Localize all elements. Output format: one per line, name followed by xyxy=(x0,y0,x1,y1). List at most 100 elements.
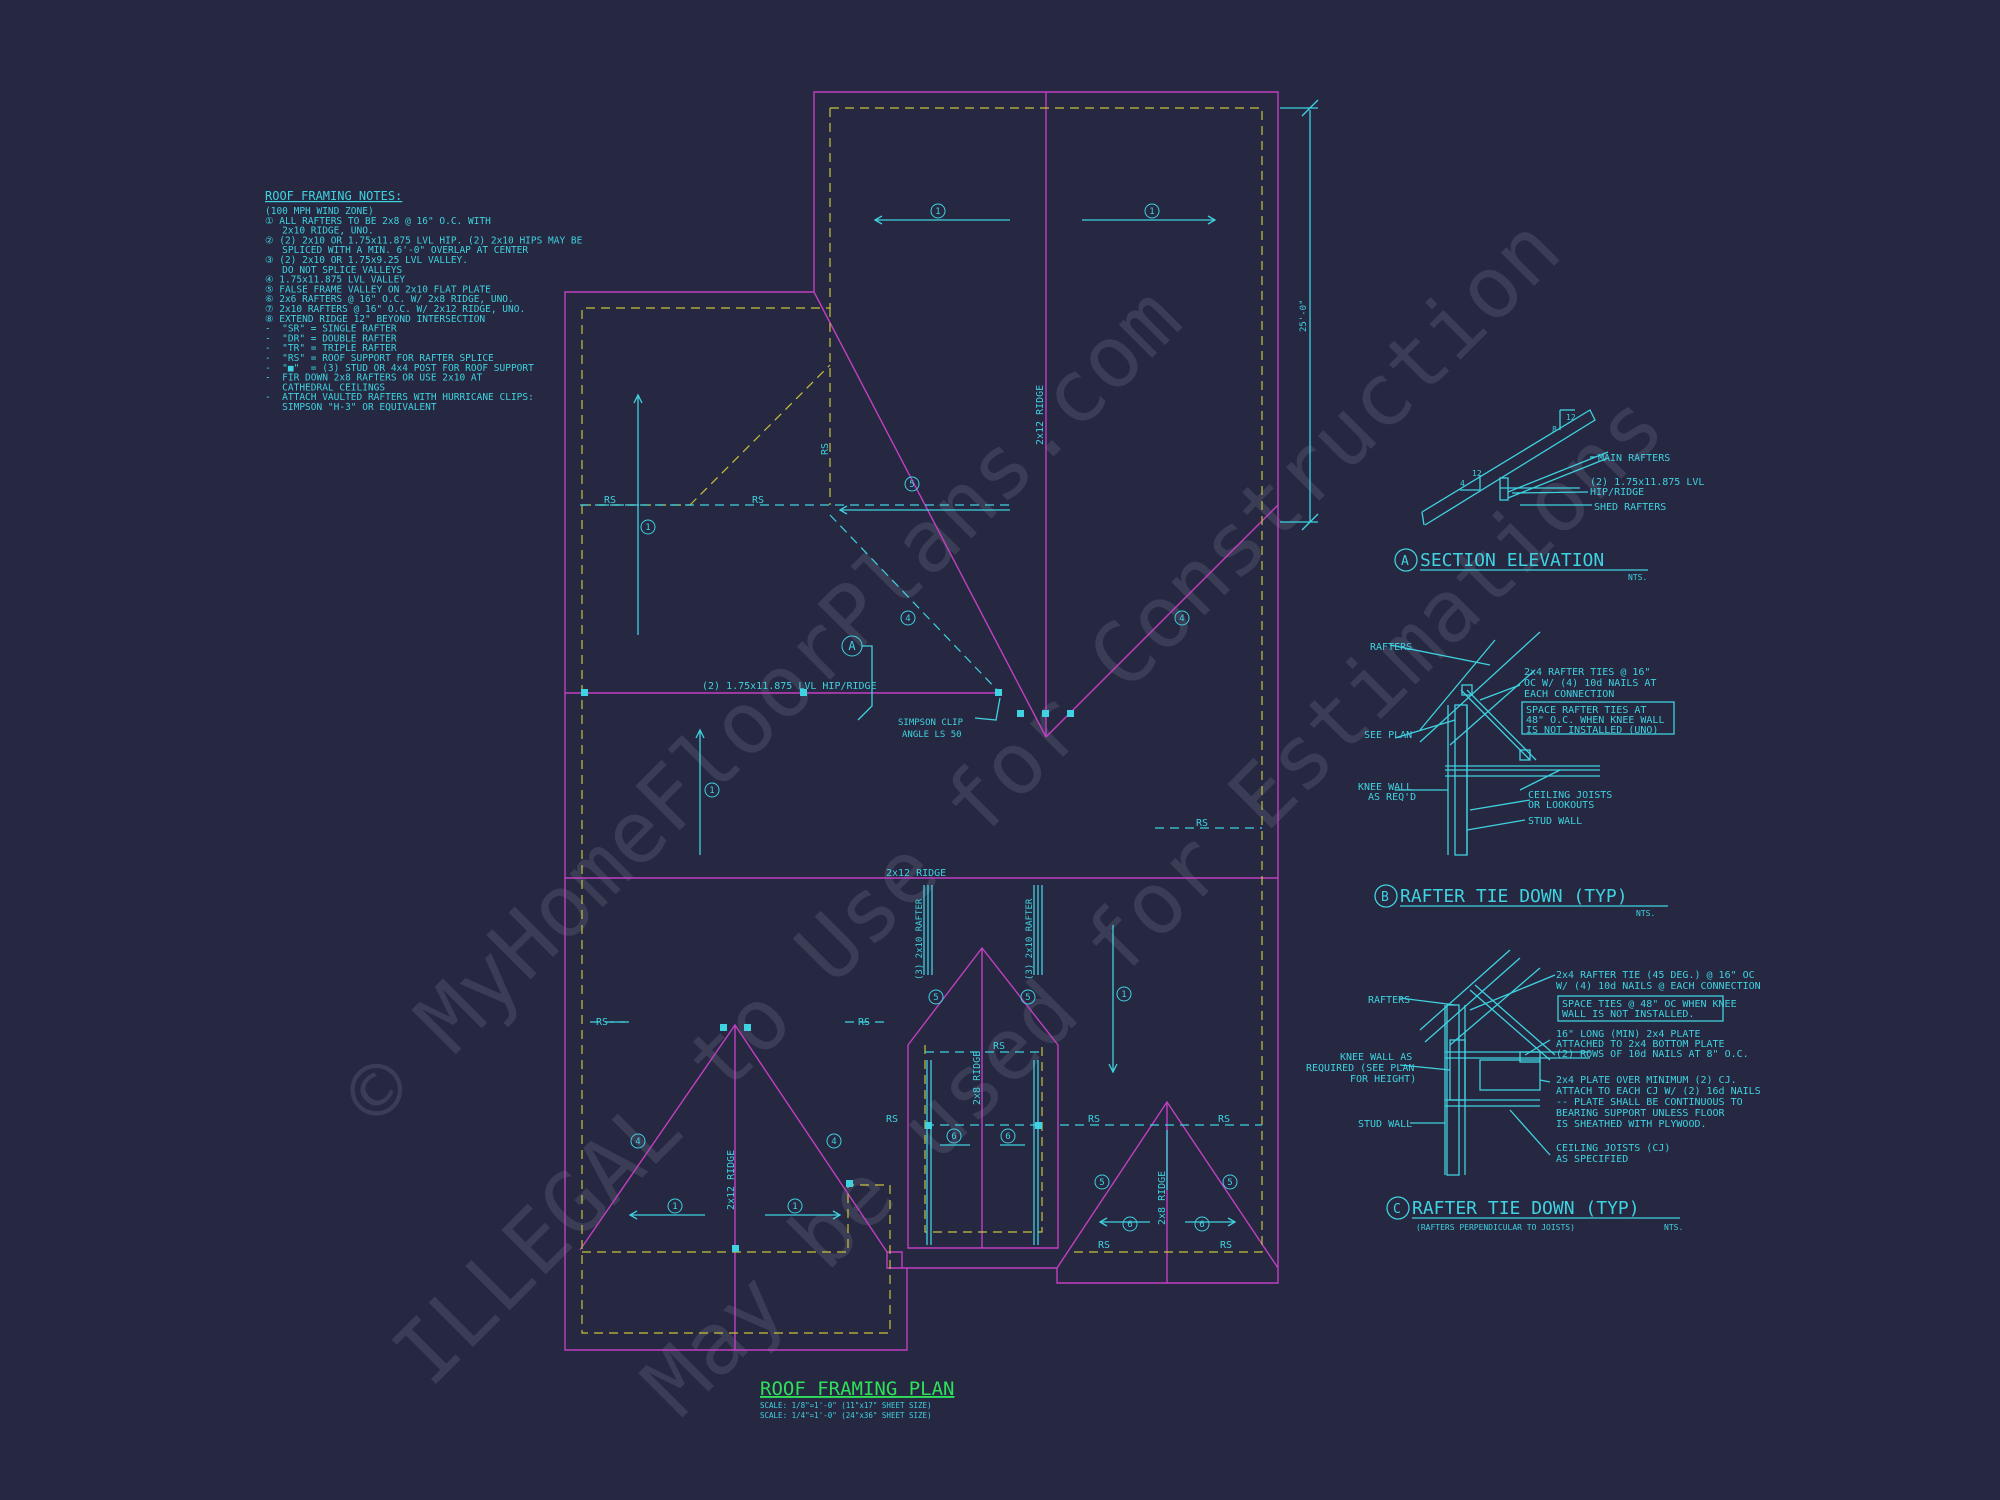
note-line: ⑤ FALSE FRAME VALLEY ON 2x10 FLAT PLATE xyxy=(265,284,491,295)
rs-label: RS xyxy=(993,1041,1005,1052)
detail-c-knee-1: KNEE WALL AS xyxy=(1340,1052,1412,1063)
triple-rafter-label-a: (3) 2x10 RAFTER xyxy=(915,898,925,980)
rafter-marker-labels: 1 1 1 5 4 4 1 1 5 5 6 6 4 4 1 1 5 5 6 6 … xyxy=(635,207,1232,1230)
detail-a-section-elevation: MAIN RAFTERS (2) 1.75x11.875 LVL HIP/RID… xyxy=(1394,409,1704,582)
plan-labels: 2x12 RIDGE 2x12 RIDGE 2x12 RIDGE 2x8 RID… xyxy=(596,299,1309,1251)
marker-5: 5 xyxy=(909,480,914,490)
detail-c-plate-3: (2) ROWS OF 10d NAILS AT 8" O.C. xyxy=(1556,1049,1749,1060)
note-line: DO NOT SPLICE VALLEYS xyxy=(265,265,403,276)
detail-c-over-3: -- PLATE SHALL BE CONTINUOUS TO xyxy=(1556,1097,1743,1108)
note-line: CATHEDRAL CEILINGS xyxy=(265,382,385,393)
notes-heading: ROOF FRAMING NOTES: xyxy=(265,189,402,203)
notes-list: (100 MPH WIND ZONE)① ALL RAFTERS TO BE 2… xyxy=(265,206,583,413)
detail-c-box-1: SPACE TIES @ 48" OC WHEN KNEE xyxy=(1562,999,1737,1010)
note-line: SPLICED WITH A MIN. 6'-0" OVERLAP AT CEN… xyxy=(265,245,528,256)
detail-c-tie-2: W/ (4) 10d NAILS @ EACH CONNECTION xyxy=(1556,981,1761,992)
roof-framing-notes: ROOF FRAMING NOTES: (100 MPH WIND ZONE)①… xyxy=(265,189,583,413)
detail-c-tie-1: 2x4 RAFTER TIE (45 DEG.) @ 16" OC xyxy=(1556,970,1755,981)
marker-1: 1 xyxy=(792,1202,797,1212)
detail-a-lvl-2: HIP/RIDGE xyxy=(1590,487,1644,498)
note-line: 2x10 RIDGE, UNO. xyxy=(265,226,374,237)
note-line: - "SR" = SINGLE RAFTER xyxy=(265,324,397,335)
marker-4: 4 xyxy=(635,1137,640,1147)
detail-c-over-1: 2x4 PLATE OVER MINIMUM (2) CJ. xyxy=(1556,1075,1737,1086)
detail-c-rafter-tie-down: RAFTERS 2x4 RAFTER TIE (45 DEG.) @ 16" O… xyxy=(1306,949,1761,1232)
triple-rafter-label-b: (3) 2x10 RAFTER xyxy=(1025,898,1035,980)
rs-label: RS xyxy=(1088,1114,1100,1125)
note-line: ② (2) 2x10 OR 1.75x11.875 LVL HIP. (2) 2… xyxy=(265,235,583,246)
detail-b-box-2: 48" O.C. WHEN KNEE WALL xyxy=(1526,715,1664,726)
detail-a-nts: NTS. xyxy=(1628,573,1647,582)
rs-label: RS xyxy=(1220,1240,1232,1251)
ridge-label-dormer: 2x8 RIDGE xyxy=(972,1051,983,1105)
note-line: - "TR" = TRIPLE RAFTER xyxy=(265,343,397,354)
rs-label: RS xyxy=(858,1017,870,1028)
note-line: - "RS" = ROOF SUPPORT FOR RAFTER SPLICE xyxy=(265,353,494,364)
marker-1: 1 xyxy=(709,786,714,796)
rs-label: RS xyxy=(596,1017,608,1028)
rs-label: RS xyxy=(1218,1114,1230,1125)
detail-b-nts: NTS. xyxy=(1636,909,1655,918)
watermark: © MyHomeFloorPlans.com ILLEGAL to Use fo… xyxy=(324,199,1683,1435)
note-line: - ATTACH VAULTED RAFTERS WITH HURRICANE … xyxy=(265,392,534,403)
rs-label: RS xyxy=(820,443,831,455)
detail-a-pitch-rise: 12 xyxy=(1566,413,1576,422)
detail-c-nts: NTS. xyxy=(1664,1223,1683,1232)
note-line: ⑥ 2x6 RAFTERS @ 16" O.C. W/ 2x8 RIDGE, U… xyxy=(265,294,514,305)
detail-b-see-plan: SEE PLAN xyxy=(1364,730,1412,741)
marker-1: 1 xyxy=(1121,990,1126,1000)
detail-b-knee-2: AS REQ'D xyxy=(1368,792,1416,803)
ridge-label-main: 2x12 RIDGE xyxy=(1035,385,1046,445)
detail-c-over-5: IS SHEATHED WITH PLYWOOD. xyxy=(1556,1119,1707,1130)
note-line: ① ALL RAFTERS TO BE 2x8 @ 16" O.C. WITH xyxy=(265,216,491,227)
simpson-clip-label: SIMPSON CLIP xyxy=(898,718,964,728)
detail-a-title: SECTION ELEVATION xyxy=(1420,550,1604,571)
rs-label: RS xyxy=(752,495,764,506)
ridge-label-gable: 2x12 RIDGE xyxy=(726,1150,737,1210)
detail-c-over-2: ATTACH TO EACH CJ W/ (2) 16d NAILS xyxy=(1556,1086,1761,1097)
detail-b-title: RAFTER TIE DOWN (TYP) xyxy=(1400,886,1628,907)
detail-c-box-2: WALL IS NOT INSTALLED. xyxy=(1562,1009,1694,1020)
detail-c-letter: C xyxy=(1393,1202,1401,1217)
detail-a-lvl-1: (2) 1.75x11.875 LVL xyxy=(1590,477,1704,488)
plan-title: ROOF FRAMING PLAN xyxy=(760,1378,954,1400)
detail-b-stud: STUD WALL xyxy=(1528,816,1582,827)
marker-4: 4 xyxy=(831,1137,836,1147)
note-line: - FIR DOWN 2x8 RAFTERS OR USE 2x10 AT xyxy=(265,373,483,384)
support-posts xyxy=(581,689,1074,1252)
marker-1: 1 xyxy=(935,207,940,217)
detail-a-pitch-rise-b: 12 xyxy=(1472,469,1482,478)
marker-1: 1 xyxy=(672,1202,677,1212)
support-lines xyxy=(580,504,1262,1126)
dimension-25ft xyxy=(1280,99,1319,531)
note-line: SIMPSON "H-3" OR EQUIVALENT xyxy=(265,402,437,413)
marker-6: 6 xyxy=(1005,1132,1010,1142)
detail-b-rafters: RAFTERS xyxy=(1370,642,1412,653)
note-line: (100 MPH WIND ZONE) xyxy=(265,206,374,217)
detail-c-plate-2: ATTACHED TO 2x4 BOTTOM PLATE xyxy=(1556,1039,1725,1050)
note-line: ⑧ EXTEND RIDGE 12" BEYOND INTERSECTION xyxy=(265,314,485,325)
note-line: ③ (2) 2x10 OR 1.75x9.25 LVL VALLEY. xyxy=(265,255,468,266)
detail-b-rafter-tie-down: RAFTERS 2x4 RAFTER TIES @ 16" OC W/ (4) … xyxy=(1358,631,1675,918)
detail-c-rafters: RAFTERS xyxy=(1368,995,1410,1006)
detail-a-pitch-run-b: 4 xyxy=(1460,479,1465,488)
span-arrows xyxy=(610,215,1237,1245)
note-line: ⑦ 2x10 RAFTERS @ 16" O.C. W/ 2x12 RIDGE,… xyxy=(265,304,525,315)
detail-c-title: RAFTER TIE DOWN (TYP) xyxy=(1412,1198,1640,1219)
detail-c-knee-3: FOR HEIGHT) xyxy=(1350,1074,1416,1085)
detail-a-pitch-run-a: 8 xyxy=(1552,425,1557,434)
marker-4: 4 xyxy=(905,614,910,624)
plan-scale-2: SCALE: 1/4"=1'-0" (24"x36" SHEET SIZE) xyxy=(760,1411,932,1420)
marker-5: 5 xyxy=(1025,993,1030,1003)
simpson-angle-label: ANGLE LS 50 xyxy=(902,730,962,740)
detail-b-joists-2: OR LOOKOUTS xyxy=(1528,800,1594,811)
marker-5: 5 xyxy=(1227,1178,1232,1188)
lvl-hip-ridge-label: (2) 1.75x11.875 LVL HIP/RIDGE xyxy=(702,681,877,692)
detail-c-cj-2: AS SPECIFIED xyxy=(1556,1154,1628,1165)
marker-5: 5 xyxy=(1099,1178,1104,1188)
rs-label: RS xyxy=(1196,818,1208,829)
marker-1: 1 xyxy=(1149,207,1154,217)
marker-1: 1 xyxy=(645,523,650,533)
rafter-markers xyxy=(630,203,1238,1232)
